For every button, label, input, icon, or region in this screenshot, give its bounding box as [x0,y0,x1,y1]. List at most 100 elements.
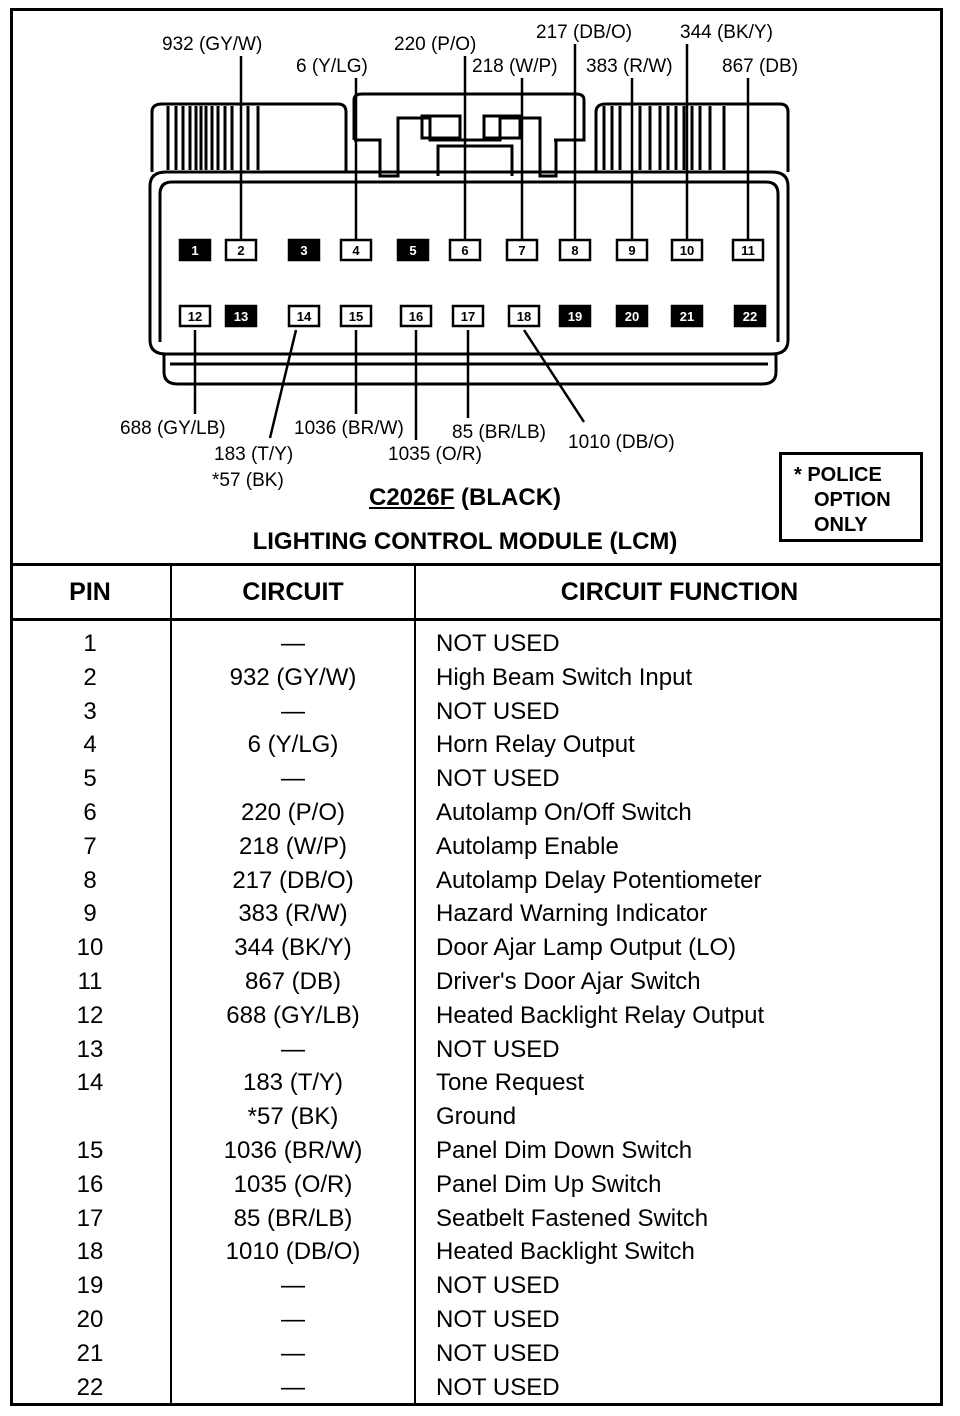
wire-label-pin-11: 867 (DB) [722,56,798,77]
wire-label-pin-14: 183 (T/Y) [214,444,293,465]
police-option-note: * POLICE OPTION ONLY [779,452,923,542]
pin-cavity-10 [670,238,704,262]
pin-cavity-21 [670,304,704,328]
pin-cell: 18 [10,1235,172,1270]
pin-cell: 7 [10,829,172,864]
function-cell: NOT USED [436,1373,560,1401]
pin-cell: 8 [10,863,172,898]
pin-cavity-19 [558,304,592,328]
pin-number-9: 9 [628,243,635,258]
pin-cell: 2 [10,660,172,695]
function-cell: Seatbelt Fastened Switch [436,1204,709,1232]
module-name: LIGHTING CONTROL MODULE (LCM) [252,528,678,555]
function-cell: Heated Backlight Relay Output [436,1001,765,1029]
pin-cell [10,1100,172,1134]
wire-label-pin-6: 220 (P/O) [394,34,476,55]
wire-label-pin-4: 6 (Y/LG) [296,56,368,77]
pin-number-1: 1 [191,243,198,258]
circuit-cell: — [171,1336,416,1371]
pin-cavity-13 [224,304,258,328]
pin-cell: 15 [10,1133,172,1168]
function-cell: NOT USED [436,1035,560,1063]
pin-cell: 4 [10,728,172,763]
pin-cavity-12 [178,304,212,328]
pin-cavity-15 [339,304,373,328]
pin-cell: 12 [10,998,172,1033]
pin-cell: 19 [10,1269,172,1303]
wire-labels: 932 (GY/W) 6 (Y/LG) 220 (P/O) 218 (W/P) … [120,22,798,491]
header-circuit: CIRCUIT [171,563,416,621]
pin-number-13: 13 [234,309,248,324]
pin-number-5: 5 [409,243,416,258]
pin-number-4: 4 [352,243,360,258]
pin-cell: 5 [10,762,172,796]
pin-cell: 1 [10,619,172,661]
circuit-cell: 6 (Y/LG) [171,728,416,763]
function-cell: Ground [436,1103,517,1131]
pin-cavity-18 [507,304,541,328]
pin-cavity-16 [399,304,433,328]
pin-cell: 11 [10,964,172,999]
pin-cell: 3 [10,694,172,729]
circuit-cell: 867 (DB) [171,964,416,999]
table-row: 5—NOT USED [10,762,943,796]
pin-cavity-14 [287,304,321,328]
center-lock-tab [352,92,586,178]
pin-number-12: 12 [188,309,202,324]
circuit-cell: 1010 (DB/O) [171,1235,416,1270]
left-latch-housing [150,102,348,172]
wire-label-pin-7: 218 (W/P) [472,56,558,77]
pin-cavity-6 [448,238,482,262]
wire-label-pin-14-police: *57 (BK) [212,470,284,491]
pin-cavity-4 [339,238,373,262]
function-cell: Door Ajar Lamp Output (LO) [436,934,737,962]
connector-color: (BLACK) [454,484,562,511]
pin-cavity-20 [615,304,649,328]
function-cell: NOT USED [436,1339,560,1367]
pin-cell: 9 [10,897,172,932]
pin-number-3: 3 [300,243,307,258]
wire-label-pin-12: 688 (GY/LB) [120,418,226,439]
pin-cavity-7 [505,238,539,262]
pin-cell: 6 [10,795,172,830]
pin-cell: 20 [10,1302,172,1337]
table-header-row: PIN CIRCUIT CIRCUIT FUNCTION [10,563,943,621]
circuit-cell: — [171,762,416,796]
pin-number-19: 19 [568,309,582,324]
police-note-line-3: ONLY [814,514,868,536]
function-cell: Hazard Warning Indicator [436,900,708,928]
wire-leader-lines [193,44,750,440]
pin-number-2: 2 [237,243,244,258]
police-note-line-2: OPTION [814,489,891,511]
table-row: 22—NOT USED [10,1370,943,1405]
pin-cavity-8 [558,238,592,262]
table-row: 3—NOT USED [10,694,943,729]
pin-number-18: 18 [517,309,531,324]
wire-label-pin-8: 217 (DB/O) [536,22,632,43]
wire-label-pin-10: 344 (BK/Y) [680,22,773,43]
connector-body [148,170,790,386]
pin-cell: 17 [10,1201,172,1236]
pin-number-14: 14 [297,309,312,324]
function-cell: Autolamp On/Off Switch [436,798,692,826]
pin-number-20: 20 [625,309,639,324]
circuit-cell: 344 (BK/Y) [171,931,416,965]
function-cell: Autolamp Enable [436,832,619,860]
function-cell: Autolamp Delay Potentiometer [436,866,762,894]
pin-cell: 13 [10,1032,172,1067]
pin-cavity-11 [731,238,765,262]
pin-number-11: 11 [741,243,755,258]
circuit-cell: 183 (T/Y) [171,1066,416,1101]
circuit-cell: — [171,1032,416,1067]
pin-cavity-17 [451,304,485,328]
